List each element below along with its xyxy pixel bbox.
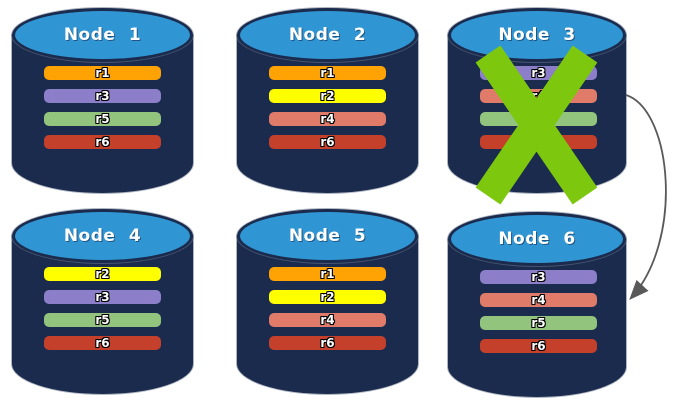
replica-label: r6 bbox=[320, 336, 335, 350]
replica-bar-r4: r4 bbox=[480, 293, 597, 307]
replica-bar-r1: r1 bbox=[269, 66, 386, 80]
node-title: Node 6 bbox=[498, 229, 576, 249]
node-2: Node 2 r1 r2 r4 r6 bbox=[237, 8, 418, 193]
replica-label: r1 bbox=[320, 66, 335, 80]
replica-bar-r5: r5 bbox=[44, 313, 161, 327]
replica-bar-r6: r6 bbox=[480, 339, 597, 353]
node-4: Node 4 r2 r3 r5 r6 bbox=[12, 209, 193, 394]
node-1: Node 1 r1 r3 r5 r6 bbox=[12, 8, 193, 193]
replica-list: r1 r2 r4 r6 bbox=[269, 267, 386, 359]
node-title: Node 3 bbox=[498, 25, 576, 45]
replica-label: r6 bbox=[95, 336, 110, 350]
replica-bar-r4: r4 bbox=[269, 313, 386, 327]
replica-label: r4 bbox=[531, 293, 546, 307]
node-title: Node 5 bbox=[288, 226, 367, 246]
replica-label: r2 bbox=[320, 89, 335, 103]
replica-label: r6 bbox=[95, 135, 110, 149]
replica-bar-r1: r1 bbox=[269, 267, 386, 281]
replica-bar-r4: r4 bbox=[269, 112, 386, 126]
replica-list: r2 r3 r5 r6 bbox=[44, 267, 161, 359]
replica-label: r6 bbox=[531, 339, 546, 353]
replica-bar-r2: r2 bbox=[269, 89, 386, 103]
node-title: Node 2 bbox=[288, 25, 367, 45]
replica-list: r1 r2 r4 r6 bbox=[269, 66, 386, 158]
replica-bar-r2: r2 bbox=[44, 267, 161, 281]
replica-label: r1 bbox=[320, 267, 335, 281]
replica-label: r4 bbox=[320, 313, 335, 327]
cylinder-top: Node 2 bbox=[237, 8, 418, 62]
node-title: Node 4 bbox=[63, 226, 142, 246]
replica-bar-r3: r3 bbox=[44, 89, 161, 103]
replica-label: r5 bbox=[531, 316, 546, 330]
replica-bar-r3: r3 bbox=[480, 270, 597, 284]
replica-label: r1 bbox=[95, 66, 110, 80]
replica-label: r2 bbox=[320, 290, 335, 304]
node-title: Node 1 bbox=[63, 25, 142, 45]
replica-bar-r2: r2 bbox=[269, 290, 386, 304]
node-6: Node 6 r3 r4 r5 r6 bbox=[448, 212, 626, 397]
node-5: Node 5 r1 r2 r4 r6 bbox=[237, 209, 418, 394]
replica-list: r1 r3 r5 r6 bbox=[44, 66, 161, 158]
replica-bar-r5: r5 bbox=[44, 112, 161, 126]
cylinder-top: Node 3 bbox=[448, 8, 626, 62]
cylinder-top: Node 6 bbox=[448, 212, 626, 266]
replica-bar-r6: r6 bbox=[269, 135, 386, 149]
replica-label: r2 bbox=[95, 267, 110, 281]
replica-label: r4 bbox=[320, 112, 335, 126]
replica-label: r5 bbox=[95, 112, 110, 126]
replica-bar-r3: r3 bbox=[44, 290, 161, 304]
cylinder-top: Node 4 bbox=[12, 209, 193, 263]
replica-bar-r6: r6 bbox=[44, 336, 161, 350]
replica-label: r3 bbox=[95, 89, 110, 103]
cylinder-top: Node 1 bbox=[12, 8, 193, 62]
replica-label: r3 bbox=[95, 290, 110, 304]
replica-label: r5 bbox=[95, 313, 110, 327]
replica-bar-r1: r1 bbox=[44, 66, 161, 80]
cylinder-top: Node 5 bbox=[237, 209, 418, 263]
failure-x-icon bbox=[475, 45, 598, 205]
replica-label: r3 bbox=[531, 270, 546, 284]
replica-label: r3 bbox=[531, 66, 546, 80]
replica-bar-r6: r6 bbox=[269, 336, 386, 350]
replica-bar-r5: r5 bbox=[480, 316, 597, 330]
node-3: Node 3 r3 r4 r5 r6 bbox=[448, 8, 626, 205]
replica-list: r3 r4 r5 r6 bbox=[480, 270, 597, 362]
replica-label: r6 bbox=[320, 135, 335, 149]
replica-bar-r6: r6 bbox=[44, 135, 161, 149]
